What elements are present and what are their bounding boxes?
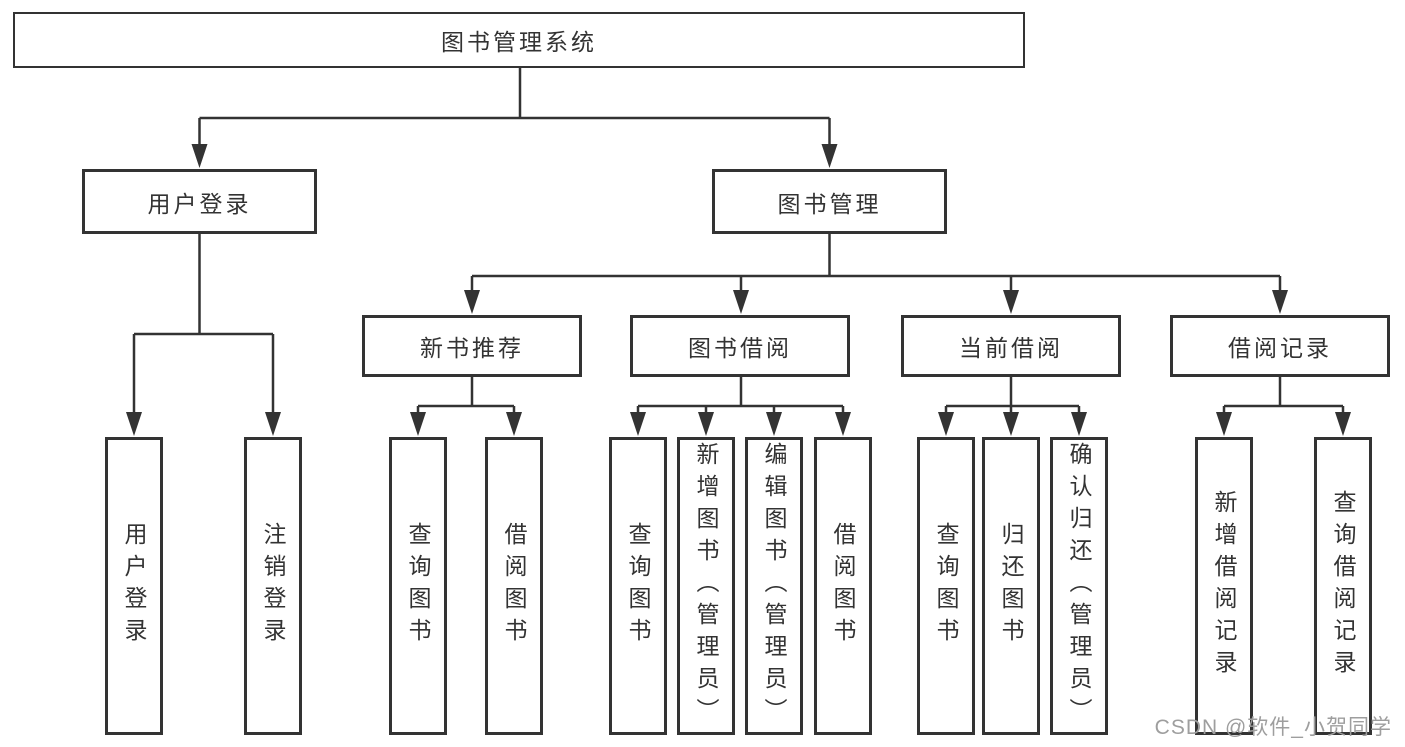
arrow-icon	[126, 412, 142, 436]
arrow-icon	[1216, 412, 1232, 436]
leaf-return-book: 归还图书	[982, 437, 1040, 735]
arrow-icon	[1003, 290, 1019, 314]
arrow-icon	[506, 412, 522, 436]
arrow-icon	[938, 412, 954, 436]
arrow-icon	[1071, 412, 1087, 436]
leaf-query-borrow-record: 查询借阅记录	[1314, 437, 1372, 735]
leaf-query-book-borrow: 查询图书	[609, 437, 667, 735]
leaf-borrow-book: 借阅图书	[814, 437, 872, 735]
csdn-watermark: CSDN @软件_小贺同学	[1154, 716, 1392, 739]
node-book-borrow: 图书借阅	[630, 315, 850, 377]
arrow-icon	[733, 290, 749, 314]
arrow-icon	[464, 290, 480, 314]
arrow-icon	[698, 412, 714, 436]
arrow-icon	[821, 144, 838, 168]
arrow-icon	[410, 412, 426, 436]
node-book-management: 图书管理	[712, 169, 947, 234]
arrow-icon	[630, 412, 646, 436]
arrow-icon	[766, 412, 782, 436]
node-borrow-record: 借阅记录	[1170, 315, 1390, 377]
node-current-borrow: 当前借阅	[901, 315, 1121, 377]
leaf-add-borrow-record: 新增借阅记录	[1195, 437, 1253, 735]
leaf-query-book-recommend: 查询图书	[389, 437, 447, 735]
leaf-add-book-admin: 新增图书（管理员）	[677, 437, 735, 735]
arrow-icon	[265, 412, 281, 436]
leaf-query-book-current: 查询图书	[917, 437, 975, 735]
leaf-logout: 注销登录	[244, 437, 302, 735]
leaf-borrow-book-recommend: 借阅图书	[485, 437, 543, 735]
node-user-login: 用户登录	[82, 169, 317, 234]
leaf-confirm-return-admin: 确认归还（管理员）	[1050, 437, 1108, 735]
leaf-user-login: 用户登录	[105, 437, 163, 735]
leaf-edit-book-admin: 编辑图书（管理员）	[745, 437, 803, 735]
arrow-icon	[835, 412, 851, 436]
arrow-icon	[1272, 290, 1288, 314]
arrow-icon	[1003, 412, 1019, 436]
arrow-icon	[191, 144, 208, 168]
node-library-management-system: 图书管理系统	[13, 12, 1025, 68]
node-new-book-recommend: 新书推荐	[362, 315, 582, 377]
arrow-icon	[1335, 412, 1351, 436]
